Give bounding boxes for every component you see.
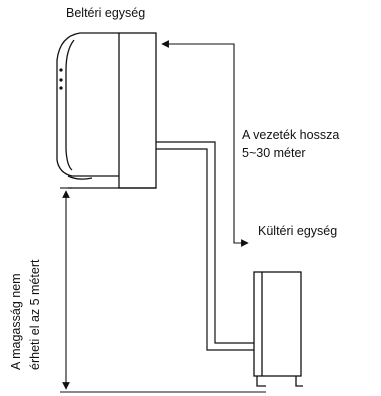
connecting-pipe [156, 141, 254, 351]
pipe-length-label-line1: A vezeték hossza [242, 128, 339, 142]
outdoor-unit [253, 271, 303, 387]
pipe-length-label-line2: 5~30 méter [242, 146, 306, 160]
height-dimension [60, 187, 266, 393]
outdoor-unit-body [253, 271, 302, 377]
indoor-unit [56, 32, 157, 189]
indoor-unit-mount-plate [118, 32, 157, 189]
indoor-unit-louver [67, 175, 93, 180]
indoor-unit-front-panel [65, 39, 75, 171]
outdoor-unit-label: Kültéri egység [258, 224, 337, 238]
indoor-unit-label: Beltéri egység [66, 6, 145, 20]
pipe-length-arrow [161, 40, 249, 247]
indicator-light [59, 86, 63, 90]
outdoor-unit-foot [256, 376, 266, 387]
height-label-line1: A magasság nem [9, 273, 23, 370]
outdoor-unit-foot [295, 376, 303, 387]
indicator-light [59, 78, 63, 82]
indicator-light [59, 68, 63, 72]
height-label-line2: érheti el az 5 métert [28, 259, 42, 370]
indoor-unit-body [56, 32, 119, 177]
